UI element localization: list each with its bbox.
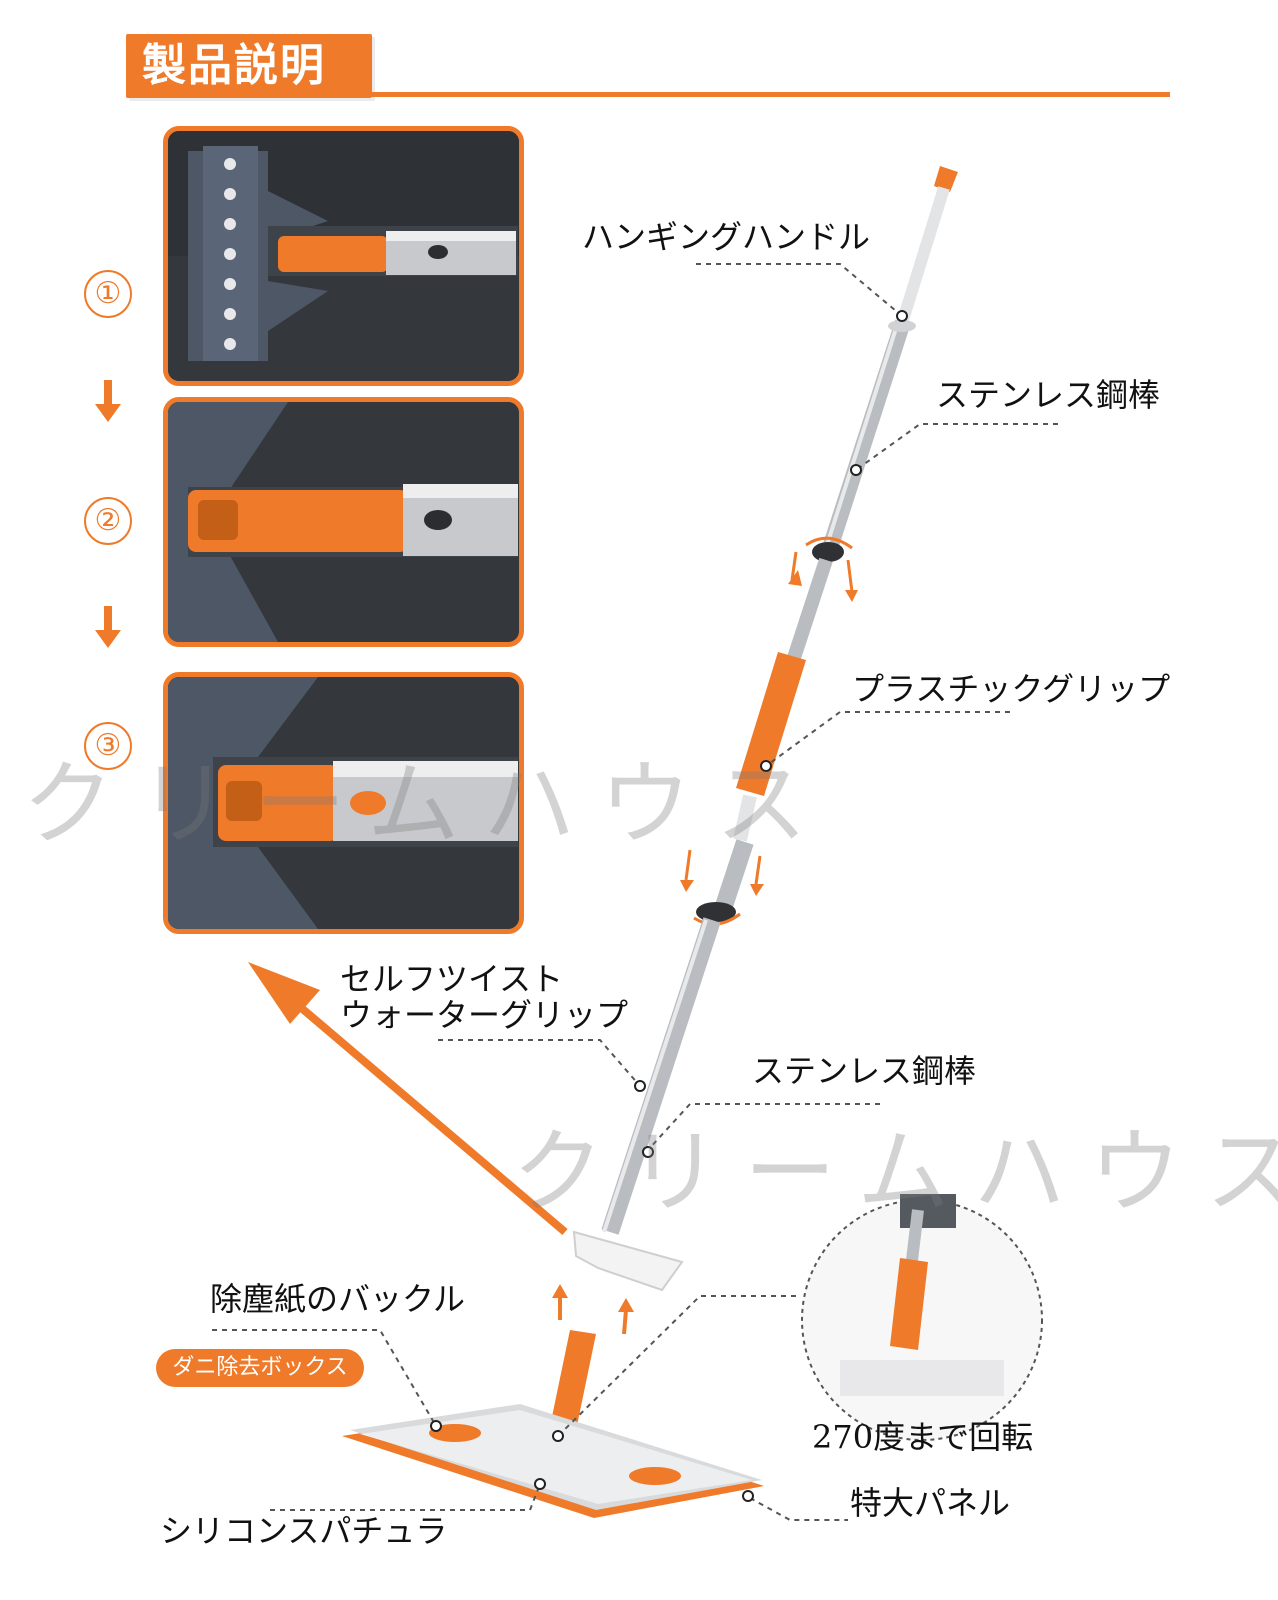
- step-photo-2: [163, 397, 524, 647]
- plastic-grip: [736, 652, 806, 796]
- arrow-down-icon: [95, 380, 121, 422]
- label-silicone-spatula: シリコンスパチュラ: [160, 1512, 448, 1550]
- label-self-twist-line2: ウォーターグリップ: [340, 996, 629, 1034]
- step-photo-1: [163, 126, 524, 386]
- label-stainless-rod-upper: ステンレス鋼棒: [936, 376, 1161, 414]
- mite-box-badge: ダニ除去ボックス: [156, 1349, 364, 1387]
- label-plastic-grip: プラスチックグリップ: [852, 670, 1171, 708]
- watermark: クリームハウス: [512, 1119, 1278, 1226]
- step-number-3: ③: [84, 722, 132, 770]
- mop-neck: [548, 1330, 596, 1440]
- step-number-2: ②: [84, 497, 132, 545]
- label-large-panel: 特大パネル: [850, 1484, 1011, 1522]
- label-self-twist-line1: セルフツイスト: [340, 960, 564, 998]
- label-stainless-rod-lower: ステンレス鋼棒: [752, 1052, 977, 1090]
- arrow-down-icon: [95, 606, 121, 648]
- mite-box: [429, 1424, 481, 1442]
- zoom-inset: [801, 1199, 1043, 1441]
- stainless-rod-lower: [601, 917, 721, 1235]
- label-hanging-handle: ハンギングハンドル: [582, 218, 871, 256]
- stainless-rod-upper: [822, 319, 911, 551]
- step-number-1: ①: [84, 270, 132, 318]
- hanging-handle: [934, 166, 958, 192]
- page-title: 製品説明: [142, 40, 326, 91]
- label-buckle: 除塵紙のバックル: [210, 1280, 466, 1318]
- header-divider: [126, 92, 1170, 97]
- watermark: クリームハウス: [22, 751, 832, 858]
- label-rotation: 270度まで回転: [812, 1418, 1034, 1456]
- step-photo-3: [163, 672, 524, 934]
- connector-head: [572, 1230, 684, 1292]
- pointer-arrow-icon: [248, 962, 568, 1236]
- header-tab: [126, 34, 372, 98]
